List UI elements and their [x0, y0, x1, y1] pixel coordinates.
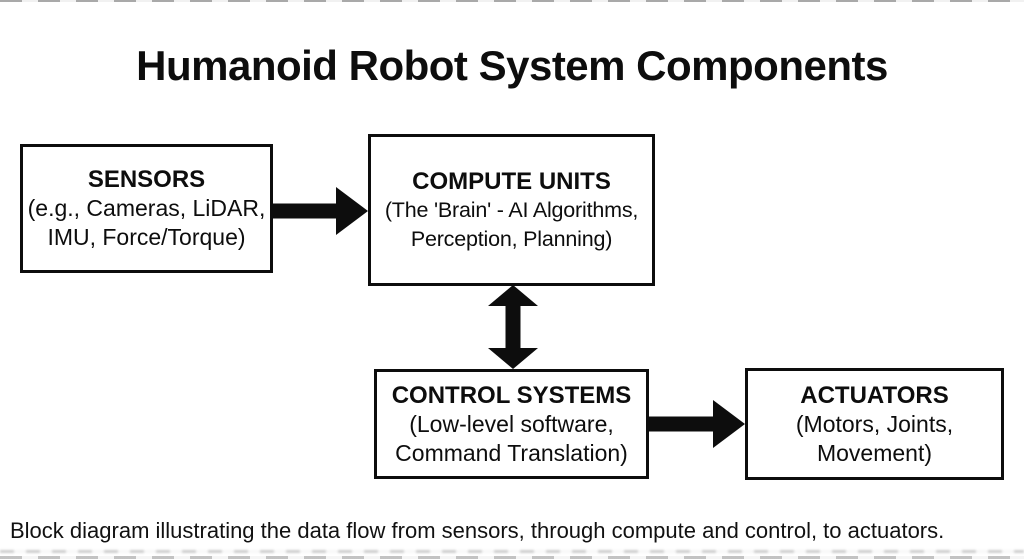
arrow-compute-control-bidirectional-icon — [488, 285, 538, 369]
caption: Block diagram illustrating the data flow… — [10, 518, 945, 543]
sensors-box: SENSORS (e.g., Cameras, LiDAR, IMU, Forc… — [20, 144, 273, 273]
actuators-box-line: (Motors, Joints, — [795, 410, 954, 437]
compute-units-box: COMPUTE UNITS (The 'Brain' - AI Algorith… — [368, 134, 655, 286]
arrow-sensors-to-compute-icon — [273, 187, 368, 235]
control-systems-box-line: Command Translation) — [395, 439, 628, 466]
control-systems-box: CONTROL SYSTEMS (Low-level software, Com… — [374, 369, 649, 479]
control-systems-box-line: (Low-level software, — [409, 410, 614, 437]
compute-units-box-heading: COMPUTE UNITS — [412, 167, 611, 195]
bottom-ghost-artifact — [0, 550, 1024, 553]
actuators-box-heading: ACTUATORS — [800, 381, 949, 409]
sensors-box-line: IMU, Force/Torque) — [47, 224, 246, 250]
sensors-box-heading: SENSORS — [87, 166, 206, 193]
compute-units-box-line: (The 'Brain' - AI Algorithms, — [384, 197, 639, 222]
sensors-box-line: (e.g., Cameras, LiDAR, — [27, 195, 266, 221]
arrow-control-to-actuators-icon — [648, 400, 745, 448]
compute-units-box-line: Perception, Planning) — [410, 226, 613, 251]
page-title: Humanoid Robot System Components — [136, 42, 888, 90]
actuators-box: ACTUATORS (Motors, Joints, Movement) — [745, 368, 1004, 480]
control-systems-box-heading: CONTROL SYSTEMS — [391, 381, 632, 409]
top-edge-artifact — [0, 0, 1024, 2]
actuators-box-line: Movement) — [816, 439, 933, 466]
